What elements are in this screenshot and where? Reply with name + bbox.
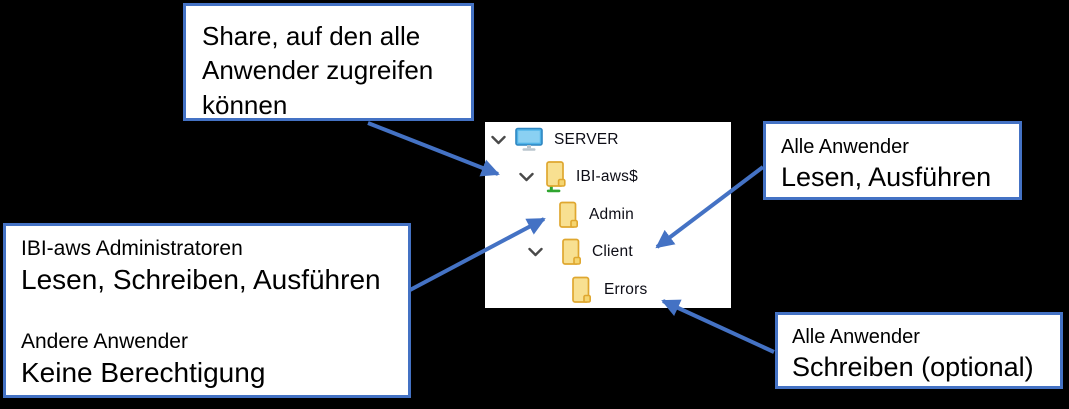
callout-admin-group1-value: Lesen, Schreiben, Ausführen	[21, 264, 381, 296]
callout-client-value: Lesen, Ausführen	[781, 162, 992, 192]
chevron-down-icon[interactable]	[519, 172, 534, 182]
explorer-tree-panel: SERVER IBI-aws$ Admin	[485, 122, 731, 308]
chevron-down-icon[interactable]	[528, 247, 543, 257]
tree-row-admin[interactable]: Admin	[485, 197, 731, 233]
tree-row-errors[interactable]: Errors	[485, 272, 731, 308]
spacer	[21, 299, 393, 328]
callout-errors-title: Alle Anwender	[792, 326, 920, 348]
tree-label-ibi-aws[interactable]: IBI-aws$	[576, 168, 638, 185]
callout-admin-group2-value: Keine Berechtigung	[21, 356, 266, 388]
callout-client-permissions: Alle Anwender Lesen, Ausführen	[763, 121, 1022, 200]
tree-label-client[interactable]: Client	[592, 243, 633, 260]
callout-errors-permissions: Alle Anwender Schreiben (optional)	[775, 312, 1063, 389]
shared-folder-icon	[546, 161, 570, 193]
computer-icon	[515, 127, 543, 153]
folder-icon	[559, 201, 580, 229]
tree-row-client[interactable]: Client	[485, 234, 731, 270]
tree-label-server[interactable]: SERVER	[554, 131, 619, 148]
folder-icon	[572, 276, 593, 304]
tree-row-ibi-aws[interactable]: IBI-aws$	[485, 159, 731, 195]
folder-icon	[562, 238, 583, 266]
callout-client-title: Alle Anwender	[781, 136, 909, 158]
arrow-share-to-ibi-aws	[367, 121, 500, 177]
callout-share: Share, auf den alle Anwender zugreifen k…	[183, 3, 474, 121]
tree-row-server[interactable]: SERVER	[485, 122, 731, 158]
callout-admin-group2-title: Andere Anwender	[21, 329, 188, 353]
arrow-errors-permissions-to-errors	[661, 299, 775, 354]
callout-admin-group1-title: IBI-aws Administratoren	[21, 237, 243, 260]
callout-admin-permissions: IBI-aws Administratoren Lesen, Schreiben…	[3, 223, 411, 398]
chevron-down-icon[interactable]	[491, 135, 506, 145]
tree-label-errors[interactable]: Errors	[604, 281, 648, 298]
callout-errors-value: Schreiben (optional)	[792, 352, 1034, 382]
callout-share-text: Share, auf den alle Anwender zugreifen k…	[202, 21, 434, 120]
tree-label-admin[interactable]: Admin	[589, 206, 634, 223]
